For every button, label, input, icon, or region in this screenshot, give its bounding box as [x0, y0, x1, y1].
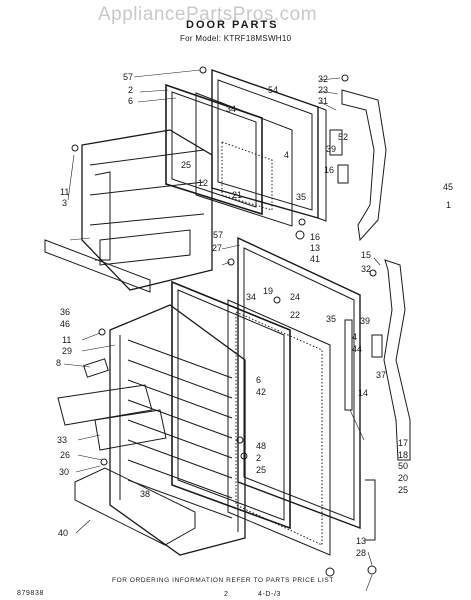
part-callout-48: 48	[256, 441, 266, 451]
part-callout-23: 23	[318, 85, 328, 95]
part-callout-25: 25	[181, 160, 191, 170]
part-callout-8: 8	[56, 358, 61, 368]
part-callout-18: 18	[398, 450, 408, 460]
part-callout-31: 31	[318, 96, 328, 106]
fresh-food-door-gasket	[171, 280, 291, 530]
site-watermark: AppliancePartsPros.com	[98, 4, 318, 25]
freezer-door-liner	[195, 92, 293, 227]
screw-fasteners	[71, 66, 377, 577]
part-callout-40: 40	[58, 528, 68, 538]
part-callout-12: 12	[198, 178, 208, 188]
part-callout-50: 50	[398, 461, 408, 471]
date-code: 4-D-/3	[258, 591, 282, 598]
part-callout-15: 15	[361, 250, 371, 260]
part-callout-37: 37	[376, 370, 386, 380]
shelf-rail	[44, 239, 151, 293]
part-callout-41: 41	[310, 254, 320, 264]
fresh-food-door-liner	[109, 304, 246, 556]
part-callout-6: 6	[256, 375, 261, 385]
part-callout-57: 57	[123, 72, 133, 82]
part-callout-57: 57	[213, 230, 223, 240]
part-callout-2: 2	[128, 85, 133, 95]
part-callout-4: 4	[352, 332, 357, 342]
part-callout-11: 11	[62, 335, 71, 345]
part-callout-13: 13	[310, 243, 320, 253]
part-callout-32: 32	[318, 74, 328, 84]
part-callout-27: 27	[212, 243, 222, 253]
page-title: DOOR PARTS	[186, 19, 279, 31]
part-callout-32: 32	[361, 264, 371, 274]
part-callout-19: 19	[263, 286, 273, 296]
part-callout-34: 34	[226, 104, 236, 114]
part-callout-52: 52	[338, 132, 348, 142]
part-callout-39: 39	[326, 144, 336, 154]
model-subtitle: For Model: KTRF18MSWH10	[180, 34, 292, 43]
part-callout-33: 33	[57, 435, 67, 445]
part-callout-4: 4	[284, 150, 289, 160]
part-callout-42: 42	[256, 387, 266, 397]
part-callout-25: 25	[256, 465, 266, 475]
part-callout-46: 46	[60, 319, 70, 329]
ordering-notice: FOR ORDERING INFORMATION REFER TO PARTS …	[112, 577, 334, 584]
freezer-door-gasket	[165, 83, 263, 216]
freezer-door-panel	[211, 69, 327, 222]
freezer-door-shelf	[81, 129, 213, 291]
part-callout-54: 54	[268, 85, 278, 95]
part-callout-21: 21	[232, 190, 242, 200]
document-number: 879838	[17, 590, 44, 597]
part-callout-45: 45	[443, 182, 453, 192]
page-number: 2	[224, 591, 229, 598]
part-callout-39: 39	[360, 316, 370, 326]
bottom-bin	[74, 467, 196, 546]
part-callout-34: 34	[246, 292, 256, 302]
lower-hinge	[344, 259, 411, 541]
part-callout-2: 2	[256, 453, 261, 463]
part-callout-17: 17	[398, 438, 408, 448]
part-callout-44: 44	[352, 344, 362, 354]
part-callout-28: 28	[356, 548, 366, 558]
part-callout-24: 24	[290, 292, 300, 302]
part-callout-29: 29	[62, 346, 72, 356]
part-callout-36: 36	[60, 307, 70, 317]
part-callout-35: 35	[326, 314, 336, 324]
part-callout-20: 20	[398, 473, 408, 483]
part-callout-35: 35	[296, 192, 306, 202]
part-callout-11: 11	[60, 187, 69, 197]
part-callout-25: 25	[398, 485, 408, 495]
part-callout-16: 16	[310, 232, 320, 242]
part-callout-1: 1	[446, 200, 451, 210]
part-callout-30: 30	[59, 467, 69, 477]
fresh-food-door-insulation	[227, 299, 331, 556]
part-callout-13: 13	[356, 536, 366, 546]
upper-hinge	[329, 89, 387, 242]
part-callout-3: 3	[62, 198, 67, 208]
part-callout-6: 6	[128, 96, 133, 106]
leader-lines	[63, 69, 381, 592]
dairy-compartment	[57, 358, 167, 451]
part-callout-16: 16	[324, 165, 334, 175]
part-callout-26: 26	[60, 450, 70, 460]
part-callout-38: 38	[140, 489, 150, 499]
part-callout-14: 14	[358, 388, 368, 398]
part-callout-22: 22	[290, 310, 300, 320]
